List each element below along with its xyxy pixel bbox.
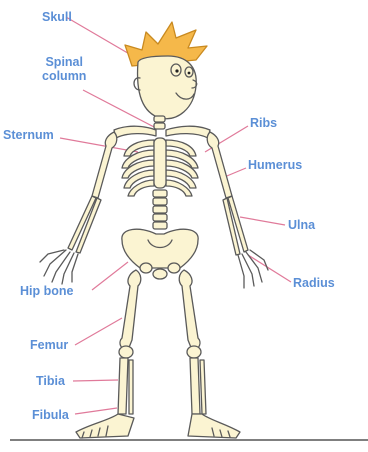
skull-head	[138, 56, 197, 119]
right-humerus	[207, 132, 232, 198]
left-clavicle	[114, 126, 156, 138]
label-fibula: Fibula	[32, 408, 69, 422]
hip-bone-leader	[92, 262, 128, 290]
right-tibia	[190, 358, 200, 414]
pelvis	[122, 229, 198, 268]
right-clavicle	[166, 126, 210, 138]
left-hand	[40, 250, 78, 284]
label-radius: Radius	[293, 276, 335, 290]
label-ribs: Ribs	[250, 116, 277, 130]
label-spinal-column: Spinal column	[42, 55, 86, 83]
right-femur	[179, 270, 200, 350]
radius-leader	[248, 255, 291, 282]
left-femur	[120, 270, 141, 350]
label-spinal-column-line2: column	[42, 69, 86, 83]
right-hand	[238, 250, 268, 288]
label-sternum: Sternum	[3, 128, 54, 142]
sternum-bone	[154, 138, 166, 188]
right-fibula	[200, 360, 206, 414]
left-humerus	[92, 132, 117, 198]
ulna-leader	[240, 217, 285, 225]
label-hip-bone: Hip bone	[20, 284, 73, 298]
fibula-leader	[75, 408, 117, 414]
label-tibia: Tibia	[36, 374, 65, 388]
label-spinal-column-line1: Spinal	[42, 55, 86, 69]
skeleton-bones	[40, 22, 268, 438]
left-fibula	[129, 360, 133, 414]
femur-leader	[75, 318, 122, 345]
tibia-leader	[73, 380, 118, 381]
label-humerus: Humerus	[248, 158, 302, 172]
label-ulna: Ulna	[288, 218, 315, 232]
left-tibia	[118, 358, 128, 414]
left-foot	[76, 414, 134, 438]
label-skull: Skull	[42, 10, 72, 24]
label-femur: Femur	[30, 338, 68, 352]
